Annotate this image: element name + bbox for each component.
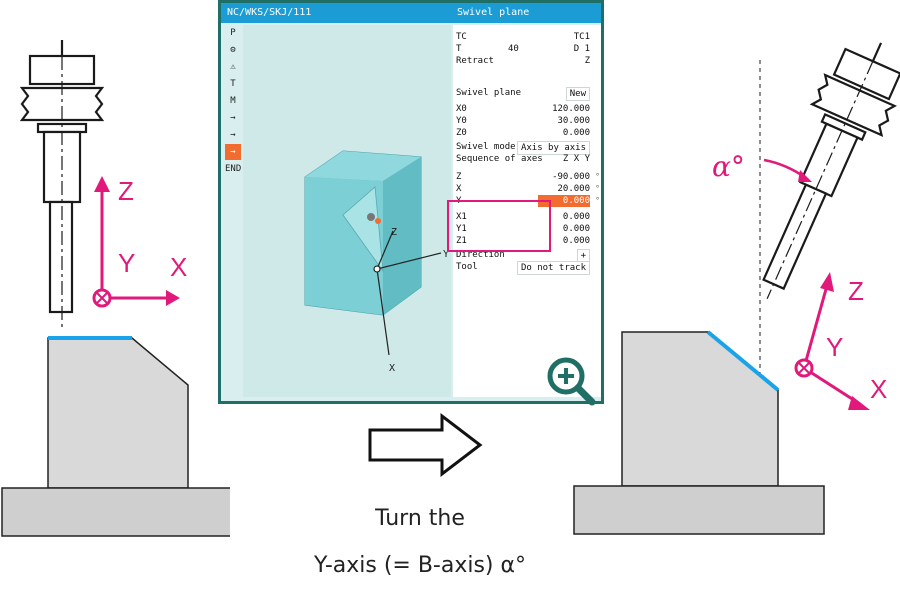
param-label: Y0 <box>456 116 467 126</box>
param-label: Direction <box>456 250 505 260</box>
param-label: Z <box>456 172 462 182</box>
cube-viewport: Y Z X <box>243 25 451 397</box>
param-label: Sequence of axes <box>456 154 543 164</box>
param-row: X0 120.000 <box>456 103 600 115</box>
sidebar-item[interactable]: ⚠ <box>230 62 236 72</box>
param-row: Swivel plane New <box>456 87 600 101</box>
param-label: Retract <box>456 56 494 66</box>
caption-line-2: Y-axis (= B-axis) α° <box>313 553 527 578</box>
param-value[interactable]: 20.000 <box>557 184 590 194</box>
sidebar-item[interactable]: → <box>230 113 236 123</box>
param-mid-value: 40 <box>508 44 519 54</box>
right-spindle-head <box>762 42 900 300</box>
sidebar-item[interactable]: END <box>225 164 242 174</box>
sidebar-item[interactable]: → <box>230 130 236 140</box>
param-row: Z1 0.000 <box>456 235 600 247</box>
param-row: Y1 0.000 <box>456 223 600 235</box>
param-row: X1 0.000 <box>456 211 600 223</box>
right-workpiece <box>573 330 825 535</box>
left-axis-y-label: Y <box>118 248 135 278</box>
sidebar-item[interactable]: M <box>230 96 236 106</box>
caption-line-1: Turn the <box>375 506 465 531</box>
right-axis-x-label: X <box>870 374 887 404</box>
param-label: X1 <box>456 212 467 222</box>
param-value[interactable]: D 1 <box>573 44 590 54</box>
param-value[interactable]: 120.000 <box>552 104 590 114</box>
cube-3d-view: Y Z X <box>304 150 449 374</box>
angle-alpha-label: α° <box>712 150 745 183</box>
cube-axis-z-label: Z <box>391 227 397 238</box>
param-row: TC TC1 <box>456 31 600 43</box>
param-row: Tool Do not track <box>456 261 600 275</box>
right-axis-triad <box>794 272 870 410</box>
param-row: Y0 30.000 <box>456 115 600 127</box>
param-value[interactable]: 0.000 <box>562 236 590 246</box>
cube-axis-y-label: Y <box>443 249 449 260</box>
param-unit: ° <box>595 172 600 181</box>
rotation-highlight-box <box>447 200 551 252</box>
sidebar-item[interactable]: P <box>230 28 236 38</box>
param-value[interactable]: -90.000 <box>552 172 590 182</box>
param-label: Tool <box>456 262 478 272</box>
param-label: X <box>456 184 462 194</box>
param-value[interactable]: 0.000 <box>562 212 590 222</box>
param-row: X 20.000 ° <box>456 183 600 195</box>
left-axis-triad <box>92 176 180 308</box>
param-label: Z1 <box>456 236 467 246</box>
param-label: Z0 <box>456 128 467 138</box>
param-value[interactable]: New <box>565 87 590 101</box>
param-value[interactable]: Do not track <box>516 261 590 275</box>
param-label: TC <box>456 32 467 42</box>
param-label: Swivel plane <box>456 88 522 98</box>
left-axis-x-label: X <box>170 252 187 282</box>
param-value[interactable]: Axis by axis <box>516 141 590 155</box>
left-axis-z-label: Z <box>118 176 134 206</box>
param-value[interactable]: 0.000 <box>562 128 590 138</box>
right-axis-z-label: Z <box>848 276 864 306</box>
param-label: Y1 <box>456 224 467 234</box>
param-unit: ° <box>595 196 600 205</box>
param-value[interactable]: 30.000 <box>557 116 590 126</box>
screen-title-section: Swivel plane <box>457 7 530 18</box>
param-value[interactable]: 0.000 <box>538 195 590 207</box>
param-row: Z0 0.000 <box>456 127 600 139</box>
sidebar-item[interactable]: → <box>225 144 241 160</box>
param-row: Direction+ <box>456 249 600 263</box>
param-label: T <box>456 44 462 54</box>
right-arrow-icon <box>368 412 483 478</box>
screen-title-path: NC/WKS/SKJ/111 <box>227 7 312 18</box>
param-label: X0 <box>456 104 467 114</box>
cube-axis-x-label: X <box>389 363 395 374</box>
param-unit: ° <box>595 184 600 193</box>
cube-axes <box>373 230 442 356</box>
sidebar-item[interactable]: T <box>230 79 236 89</box>
param-label: Swivel mode <box>456 142 516 152</box>
left-spindle-head <box>19 40 105 330</box>
left-machine-diagram: Z Y X <box>1 40 230 537</box>
param-row: Z -90.000 ° <box>456 171 600 183</box>
right-machine-diagram: α° Z Y X <box>573 42 900 535</box>
param-row: Retract Z <box>456 55 600 67</box>
right-axis-y-label: Y <box>826 332 843 362</box>
angle-arrow <box>763 158 812 182</box>
sidebar-item[interactable]: ⚙ <box>230 45 236 55</box>
param-value[interactable]: Z X Y <box>562 154 590 164</box>
param-value[interactable]: TC1 <box>573 32 590 42</box>
cube-shape <box>304 150 422 316</box>
param-row: T 40 D 1 <box>456 43 600 55</box>
zoom-in-icon[interactable] <box>546 356 598 408</box>
screen-titlebar: NC/WKS/SKJ/111 Swivel plane <box>221 3 601 23</box>
param-value[interactable]: 0.000 <box>562 224 590 234</box>
left-workpiece <box>1 336 230 537</box>
param-row: Sequence of axes Z X Y <box>456 153 600 165</box>
param-value[interactable]: Z <box>584 56 590 66</box>
